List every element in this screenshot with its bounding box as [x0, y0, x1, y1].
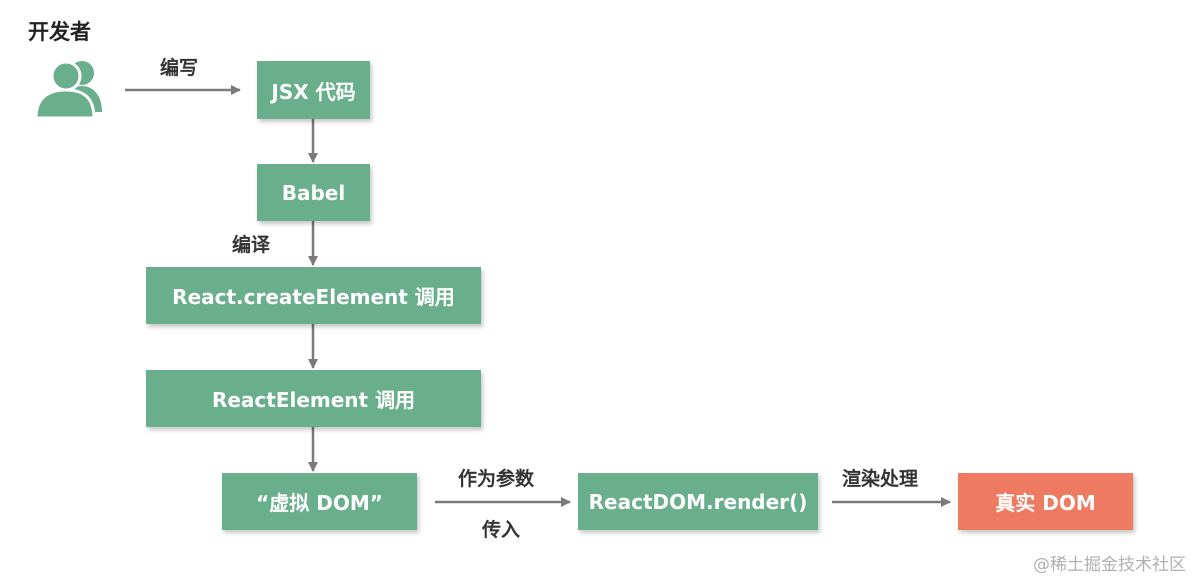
node-virtual-dom: “虚拟 DOM” — [222, 473, 417, 530]
node-jsx-code: JSX 代码 — [257, 61, 370, 119]
node-babel: Babel — [257, 164, 370, 221]
edge-label-render-process: 渲染处理 — [842, 468, 919, 490]
node-real-dom: 真实 DOM — [958, 473, 1133, 530]
node-react-element: ReactElement 调用 — [146, 370, 481, 427]
watermark: @稀土掘金技术社区 — [1033, 555, 1186, 575]
users-icon — [34, 60, 102, 120]
edge-label-as-param: 作为参数 — [458, 468, 535, 490]
edge-label-pass-in: 传入 — [482, 519, 521, 541]
developer-label: 开发者 — [28, 20, 91, 44]
edge-label-compile: 编译 — [232, 234, 271, 256]
node-reactdom-render: ReactDOM.render() — [578, 473, 818, 530]
node-create-element: React.createElement 调用 — [146, 267, 481, 324]
edge-label-write: 编写 — [160, 57, 199, 79]
